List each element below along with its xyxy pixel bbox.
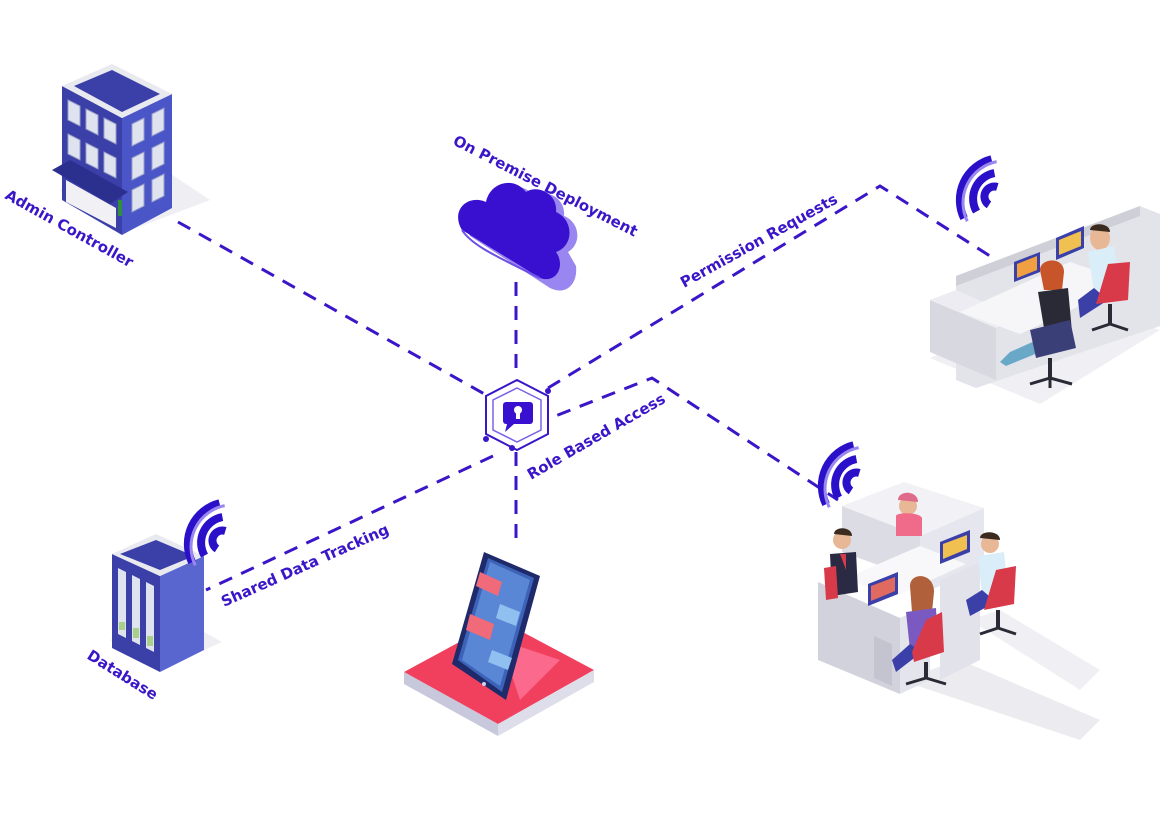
wifi-signal-icon	[183, 499, 227, 566]
office-building-icon	[52, 64, 210, 235]
connectors	[177, 184, 991, 592]
connector-permission	[547, 184, 991, 390]
wifi-signal-icon	[955, 155, 999, 222]
keyhole-chat-shield-icon	[483, 378, 551, 452]
connector-admin	[177, 220, 489, 398]
wifi-signal-icon	[817, 441, 861, 508]
cloud-icon	[458, 182, 578, 291]
connector-shared	[205, 454, 494, 592]
label-permission-requests: Permission Requests	[677, 190, 840, 292]
smartphone-chat-icon	[404, 552, 594, 736]
connector-role	[534, 376, 839, 502]
label-shared-data-tracking: Shared Data Tracking	[218, 520, 391, 610]
team-workstation-icon	[818, 482, 1100, 740]
database-server-icon	[110, 534, 222, 672]
office-workstation-icon	[930, 206, 1160, 404]
